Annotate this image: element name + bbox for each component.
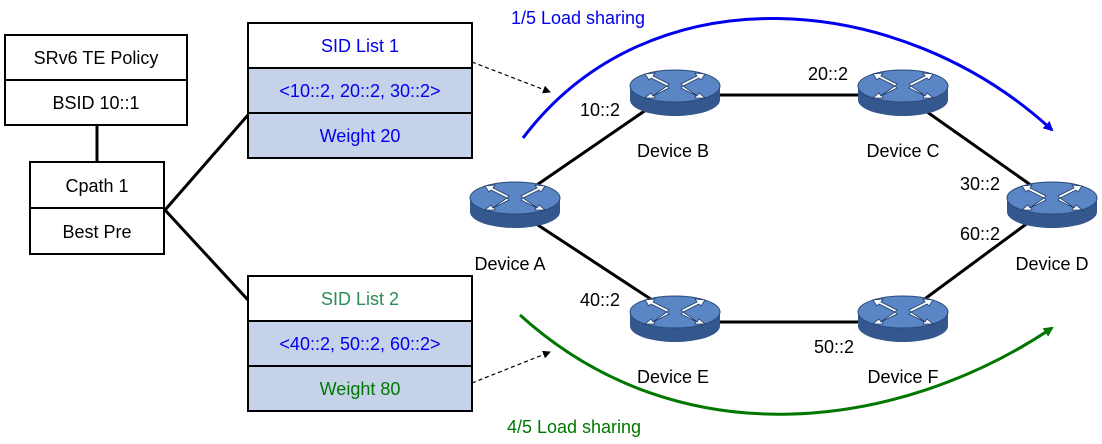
policy-box: SRv6 TE Policy BSID 10::1 bbox=[4, 34, 188, 126]
sidlist1-pointer bbox=[471, 61, 551, 94]
address-device-b: 10::2 bbox=[580, 100, 620, 120]
sid-list-1-title: SID List 1 bbox=[321, 36, 399, 56]
sid-list-2-segments: <40::2, 50::2, 60::2> bbox=[279, 334, 440, 354]
sid-list-1-weight: Weight 20 bbox=[320, 126, 401, 146]
device-d-router-icon bbox=[1006, 181, 1098, 229]
address-device-d-upper: 30::2 bbox=[960, 174, 1000, 194]
sid-list-1-box: SID List 1 <10::2, 20::2, 30::2> Weight … bbox=[247, 22, 473, 159]
address-device-f: 50::2 bbox=[814, 337, 854, 357]
address-device-d-lower: 60::2 bbox=[960, 224, 1000, 244]
device-b-label: Device B bbox=[637, 141, 709, 161]
device-f-label: Device F bbox=[867, 367, 938, 387]
sid-list-2-box: SID List 2 <40::2, 50::2, 60::2> Weight … bbox=[247, 275, 473, 412]
device-a-label: Device A bbox=[474, 254, 545, 274]
device-d-label: Device D bbox=[1015, 254, 1088, 274]
lower-load-sharing-label: 4/5 Load sharing bbox=[507, 417, 641, 437]
lower-load-sharing-arrow bbox=[518, 313, 1054, 416]
upper-load-sharing-label: 1/5 Load sharing bbox=[511, 8, 645, 28]
device-c-router-icon bbox=[857, 69, 949, 117]
device-a-router-icon bbox=[469, 181, 561, 229]
device-f-router-icon bbox=[857, 295, 949, 343]
policy-bsid: BSID 10::1 bbox=[52, 93, 139, 113]
sid-list-2-title: SID List 2 bbox=[321, 289, 399, 309]
policy-title: SRv6 TE Policy bbox=[34, 48, 159, 68]
cpath-box: Cpath 1 Best Pre bbox=[29, 161, 165, 255]
upper-load-sharing-arrow bbox=[521, 17, 1054, 139]
sid-list-1-segments: <10::2, 20::2, 30::2> bbox=[279, 81, 440, 101]
device-e-label: Device E bbox=[637, 367, 709, 387]
device-e-router-icon bbox=[629, 295, 721, 343]
link-cpath-sidlist2 bbox=[163, 208, 250, 302]
device-c-label: Device C bbox=[866, 141, 939, 161]
link-cpath-sidlist1 bbox=[163, 114, 250, 211]
address-device-e: 40::2 bbox=[580, 290, 620, 310]
cpath-preference: Best Pre bbox=[62, 222, 131, 242]
link-a-e bbox=[514, 208, 676, 317]
device-b-router-icon bbox=[629, 69, 721, 117]
sid-list-2-weight: Weight 80 bbox=[320, 379, 401, 399]
address-device-c: 20::2 bbox=[808, 64, 848, 84]
sidlist2-pointer bbox=[471, 350, 551, 384]
cpath-name: Cpath 1 bbox=[65, 176, 128, 196]
